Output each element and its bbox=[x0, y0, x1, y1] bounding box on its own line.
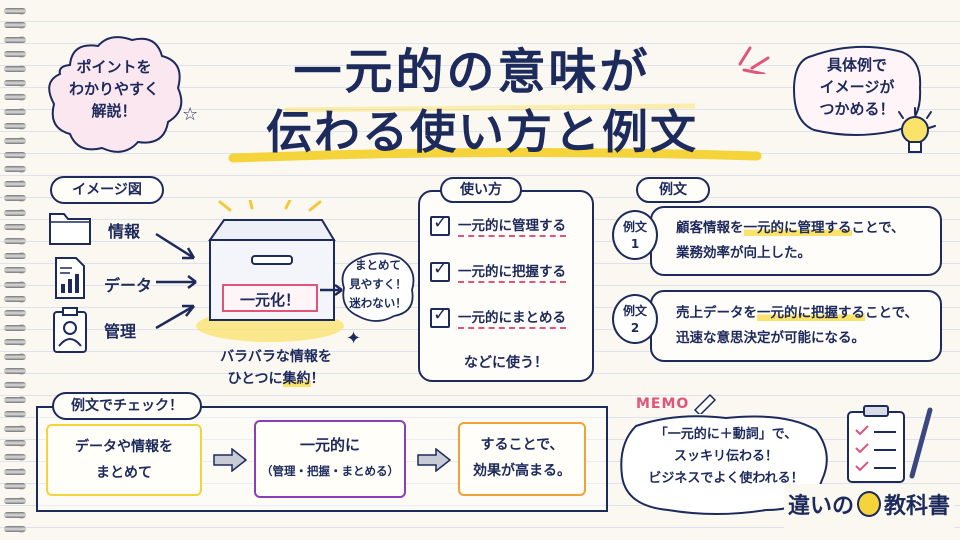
binding-ring bbox=[4, 137, 26, 144]
binding-ring bbox=[4, 296, 26, 302]
label-examples: 例文 bbox=[636, 177, 710, 203]
cloud-bubble-left bbox=[48, 36, 183, 153]
binding-ring bbox=[4, 396, 26, 403]
binding-ring bbox=[4, 440, 26, 446]
binding-ring bbox=[4, 368, 26, 374]
spiral-binding bbox=[0, 0, 30, 540]
bubble-small-text: まとめて 見やすく！ 迷わない！ bbox=[349, 258, 407, 310]
arrow-to-bubble bbox=[320, 283, 343, 297]
checkbox-icon bbox=[430, 212, 450, 236]
arrows-into-box bbox=[155, 232, 197, 330]
flow-box-3: することで、効果が高まる。 bbox=[458, 422, 586, 496]
binding-ring bbox=[4, 8, 26, 14]
title-highlight bbox=[228, 103, 762, 163]
binding-ring bbox=[4, 353, 26, 360]
item-label-data: データ bbox=[104, 276, 153, 295]
item-label-info: 情報 bbox=[108, 222, 141, 241]
label-image-diagram: イメージ図 bbox=[50, 176, 164, 204]
binding-ring bbox=[4, 310, 26, 317]
example-card-2: 売上データを一元的に把握することで、 迅速な意思決定が可能になる。 bbox=[650, 290, 942, 362]
binding-ring bbox=[4, 382, 26, 389]
box-label: 一元化！ bbox=[222, 284, 318, 312]
flow-box-1: データや情報をまとめて bbox=[46, 424, 202, 496]
binding-ring bbox=[4, 36, 26, 43]
folder-icon bbox=[49, 213, 91, 245]
binding-ring bbox=[4, 166, 26, 173]
cloud-text-left: ポイントを わかりやすく 解説！ bbox=[68, 58, 159, 120]
lightbulb-icon bbox=[898, 107, 936, 153]
flow-box-2: 一元的に（管理・把握・まとめる） bbox=[254, 420, 406, 498]
page-title-line2: 伝わる使い方と例文 bbox=[266, 105, 698, 159]
label-check: 例文でチェック！ bbox=[52, 392, 202, 420]
binding-ring bbox=[4, 123, 26, 130]
cloud-text-right: 具体例で イメージが つかめる！ bbox=[819, 56, 895, 118]
sparkle-lines-icon bbox=[738, 46, 770, 74]
example-text-2: 売上データを一元的に把握することで、 迅速な意思決定が可能になる。 bbox=[676, 305, 919, 346]
pencil-icon bbox=[693, 393, 717, 414]
memo-text: 「一元的に＋動詞」で、 スッキリ伝わる！ ビジネスでよく使われる！ bbox=[648, 427, 804, 486]
binding-ring bbox=[4, 195, 26, 202]
check-panel: データや情報をまとめて 一元的に（管理・把握・まとめる） することで、効果が高ま… bbox=[36, 406, 608, 512]
binding-ring bbox=[4, 224, 26, 230]
binding-ring bbox=[4, 497, 26, 504]
id-badge-icon bbox=[53, 307, 87, 353]
usage-footer: などに使う！ bbox=[464, 355, 548, 371]
cloud-bubble-right bbox=[792, 45, 922, 136]
binding-ring bbox=[4, 281, 26, 288]
binding-ring bbox=[4, 108, 26, 115]
binding-ring bbox=[4, 80, 26, 86]
binding-ring bbox=[4, 512, 26, 518]
binding-ring bbox=[4, 339, 26, 346]
label-usage: 使い方 bbox=[440, 177, 522, 203]
usage-item: 一元的に管理する bbox=[430, 212, 566, 237]
binding-ring bbox=[4, 152, 26, 158]
storage-box-icon bbox=[196, 200, 344, 342]
usage-item: 一元的に把握する bbox=[430, 258, 566, 283]
binding-ring bbox=[4, 324, 26, 331]
cloud-bubble-small bbox=[341, 252, 415, 322]
usage-panel: 一元的に管理する 一元的に把握する 一元的にまとめる などに使う！ bbox=[418, 190, 594, 382]
page-title-line1: 一元的の意味が bbox=[293, 44, 651, 100]
binding-ring bbox=[4, 468, 26, 475]
example-text-1: 顧客情報を一元的に管理することで、 業務効率が向上した。 bbox=[676, 220, 905, 261]
binding-ring bbox=[4, 209, 26, 216]
arrow-right-icon bbox=[213, 448, 248, 472]
memo-label: MEMO bbox=[636, 396, 690, 412]
binding-ring bbox=[4, 252, 26, 259]
binding-ring bbox=[4, 425, 26, 432]
binding-ring bbox=[4, 51, 26, 58]
binding-ring bbox=[4, 65, 26, 72]
item-label-manage: 管理 bbox=[104, 322, 137, 341]
binding-ring bbox=[4, 454, 26, 461]
clipboard-checklist-icon bbox=[847, 405, 933, 483]
checkbox-icon bbox=[430, 304, 450, 328]
usage-item: 一元的にまとめる bbox=[430, 304, 566, 329]
binding-ring bbox=[4, 526, 26, 533]
star-icon: ☆ bbox=[182, 104, 199, 125]
binding-ring bbox=[4, 180, 26, 187]
logo-text: 違いの 教科書 bbox=[788, 488, 950, 520]
arrow-right-icon bbox=[417, 448, 452, 472]
binding-ring bbox=[4, 238, 26, 245]
binding-ring bbox=[4, 411, 26, 418]
binding-ring bbox=[4, 94, 26, 101]
checkbox-icon bbox=[430, 258, 450, 282]
example-card-1: 顧客情報を一元的に管理することで、 業務効率が向上した。 bbox=[650, 206, 942, 276]
binding-ring bbox=[4, 22, 26, 29]
sparkle-icon: ✦ bbox=[346, 328, 362, 349]
logo-bulb-icon bbox=[857, 491, 882, 517]
binding-ring bbox=[4, 483, 26, 490]
image-caption: バラバラな情報を ひとつに集約！ bbox=[220, 349, 332, 387]
binding-ring bbox=[4, 267, 26, 274]
document-icon bbox=[55, 257, 85, 299]
